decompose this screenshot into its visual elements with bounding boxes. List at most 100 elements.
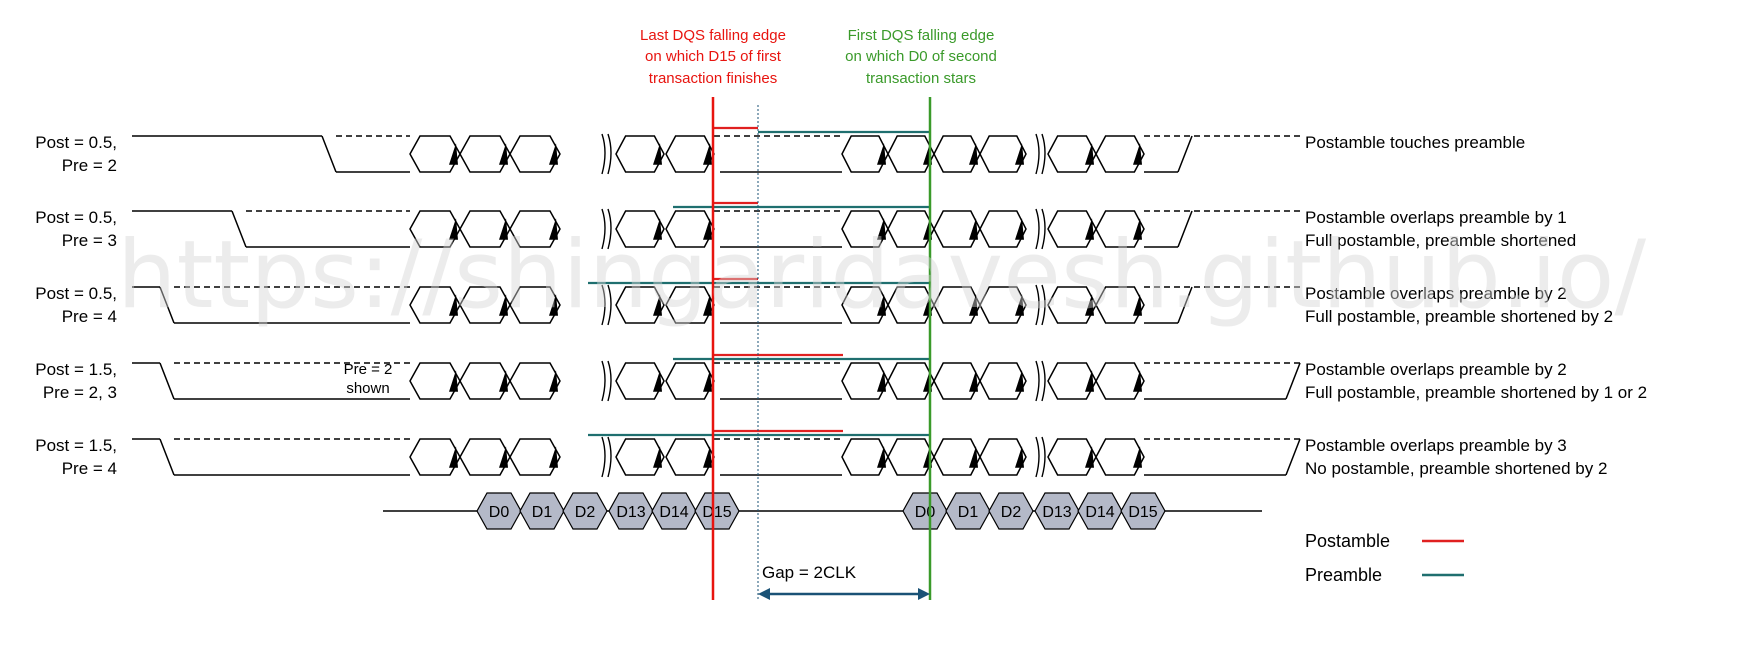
break-mark [607,133,612,175]
gap-arrow-left-head [758,588,770,600]
dqs-falling-edge-marker [449,218,458,240]
dqs-falling-edge-marker [549,218,558,240]
dqs-preamble-edge [321,135,337,173]
dqs-falling-edge-marker [703,446,712,468]
dqs-preamble-edge [231,210,247,248]
break-mark [601,208,606,250]
legend-postamble-label: Postamble [1305,531,1390,551]
dqs-bubble [509,438,561,476]
break-mark [607,284,612,326]
first-edge-line-2: on which D0 of second [845,48,997,65]
dqs-falling-edge-marker [449,370,458,392]
dqs-falling-edge-marker [877,446,886,468]
pre-shown-text: shown [346,380,389,397]
break-mark [1041,360,1046,402]
dqs-falling-edge-marker [449,294,458,316]
gap-label: Gap = 2CLK [762,563,857,582]
data-bus-cell-label: D2 [1001,504,1022,521]
watermark: https://shingaridavesh.github.io/ [117,221,1646,330]
gap-annotation: Gap = 2CLK [758,563,930,600]
dqs-bubble [979,286,1027,324]
break-mark [607,360,612,402]
data-bus-cell-label: D14 [659,504,688,521]
dqs-falling-edge-marker [499,446,508,468]
break-mark [601,436,606,478]
data-bus-cell: D15 [1120,492,1166,530]
waveform-row: Post = 0.5, Pre = 3 Postamble overlaps pre… [35,201,1576,250]
dqs-falling-edge-marker [1085,446,1094,468]
first-edge-line-3: transaction stars [866,70,976,87]
legend-preamble-label: Preamble [1305,565,1382,585]
dqs-preamble-edge [159,438,175,476]
dqs-falling-edge-marker [877,294,886,316]
data-bus-cell-label: D1 [958,504,979,521]
dqs-falling-edge-marker [499,370,508,392]
row-label-left: Post = 0.5, [35,284,117,303]
data-bus-cell-label: D0 [489,504,510,521]
dqs-bubble [509,286,561,324]
break-mark [607,208,612,250]
last-edge-line-1: Last DQS falling edge [640,27,786,44]
dqs-postamble-edge [1177,135,1193,173]
dqs-bubble [1095,362,1145,400]
first-edge-line-1: First DQS falling edge [848,27,995,44]
data-bus-cell: D13 [1034,492,1080,530]
dqs-falling-edge-marker [1133,446,1142,468]
first-edge-annotation: First DQS falling edge on which D0 of se… [845,27,997,87]
dqs-bubble [1095,286,1145,324]
data-bus-cell: D13 [608,492,654,530]
row-label-left: Post = 0.5, [35,208,117,227]
dqs-falling-edge-marker [1085,370,1094,392]
data-bus-cell: D0 [476,492,522,530]
dqs-falling-edge-marker [969,294,978,316]
data-bus-cell: D1 [945,492,991,530]
row-description: Full postamble, preamble shortened [1305,231,1576,250]
dqs-falling-edge-marker [653,446,662,468]
break-mark [1035,284,1040,326]
dqs-falling-edge-marker [499,143,508,165]
dqs-falling-edge-marker [1015,143,1024,165]
data-bus-cell: D14 [1077,492,1123,530]
row-description: Full postamble, preamble shortened by 1 … [1305,383,1647,402]
dqs-falling-edge-marker [1133,143,1142,165]
dqs-falling-edge-marker [449,446,458,468]
dqs-falling-edge-marker [499,218,508,240]
gap-arrow-right-head [918,588,930,600]
dqs-falling-edge-marker [653,143,662,165]
data-bus-cell: D0 [902,492,948,530]
row-label-left: Pre = 2 [62,156,117,175]
last-edge-line-2: on which D15 of first [645,48,782,65]
legend: Postamble Preamble [1305,531,1464,585]
row-label-left: Pre = 3 [62,231,117,250]
dqs-postamble-edge [1177,210,1193,248]
dqs-falling-edge-marker [969,446,978,468]
break-mark [1041,284,1046,326]
row-description: Postamble overlaps preamble by 1 [1305,208,1567,227]
dqs-falling-edge-marker [1015,218,1024,240]
break-mark [1035,133,1040,175]
dqs-bubble [509,210,561,248]
dqs-bubble [509,362,561,400]
dqs-preamble-edge [159,286,175,324]
dqs-preamble-edge [159,362,175,400]
dqs-falling-edge-marker [653,294,662,316]
dqs-falling-edge-marker [969,143,978,165]
row-label-left: Post = 1.5, [35,436,117,455]
dqs-falling-edge-marker [703,218,712,240]
dqs-falling-edge-marker [703,370,712,392]
dqs-falling-edge-marker [549,446,558,468]
dqs-falling-edge-marker [499,294,508,316]
dqs-falling-edge-marker [1133,370,1142,392]
dqs-falling-edge-marker [703,294,712,316]
break-mark [1035,360,1040,402]
row-label-left: Pre = 4 [62,307,117,326]
dqs-postamble-edge [1177,286,1193,324]
dqs-falling-edge-marker [653,370,662,392]
dqs-bubble [615,438,665,476]
break-mark [1041,133,1046,175]
last-edge-annotation: Last DQS falling edge on which D15 of fi… [640,27,786,87]
